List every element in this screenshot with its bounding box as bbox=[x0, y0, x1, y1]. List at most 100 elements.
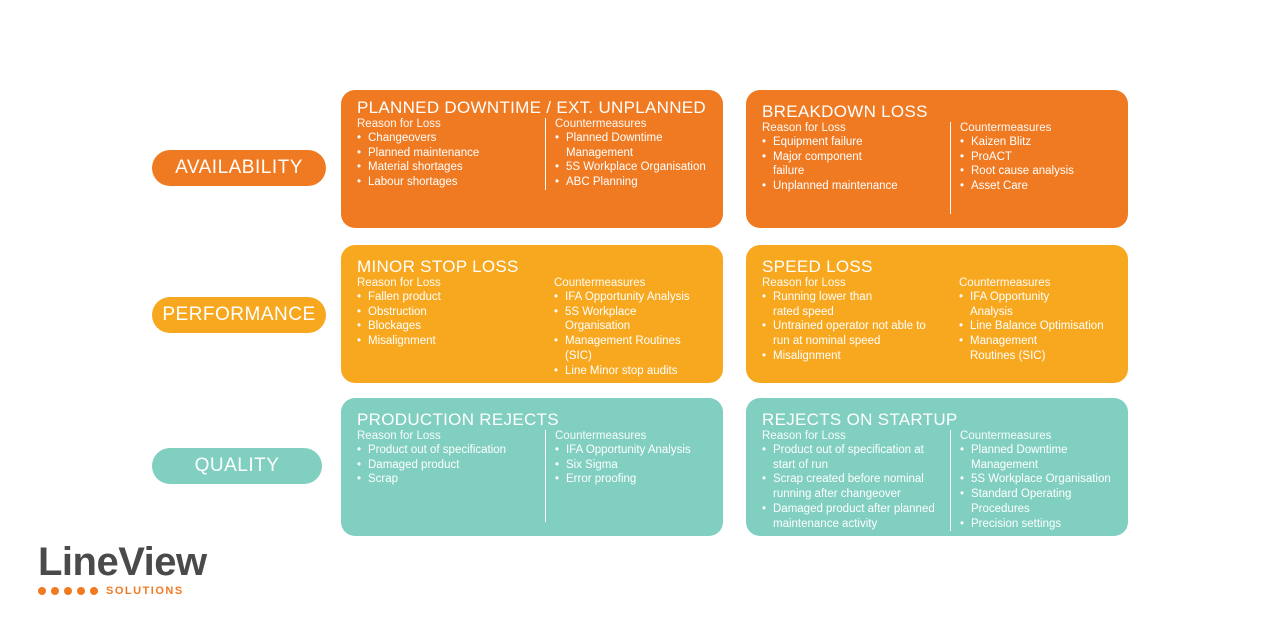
list-item: Asset Care bbox=[960, 179, 1112, 194]
reason-header: Reason for Loss bbox=[762, 277, 846, 289]
list-item: Running lower than rated speed bbox=[762, 290, 887, 319]
reason-header: Reason for Loss bbox=[357, 430, 441, 442]
category-performance: PERFORMANCE bbox=[152, 297, 326, 333]
list-item: Planned Downtime Management bbox=[555, 131, 707, 160]
list-item: Planned Downtime Management bbox=[960, 443, 1080, 472]
logo-tagline: SOLUTIONS bbox=[106, 585, 184, 597]
list-item: Scrap created before nominal running aft… bbox=[762, 472, 944, 501]
category-label: AVAILABILITY bbox=[175, 157, 303, 178]
list-item: Error proofing bbox=[555, 472, 707, 487]
category-label: PERFORMANCE bbox=[162, 304, 316, 325]
list-item: IFA Opportunity Analysis bbox=[554, 290, 707, 305]
list-item: Obstruction bbox=[357, 305, 539, 320]
reason-column: Reason for Loss Product out of specifica… bbox=[357, 430, 545, 522]
card-title: BREAKDOWN LOSS bbox=[762, 102, 928, 121]
card-speed-loss: SPEED LOSS Reason for Loss Running lower… bbox=[746, 245, 1128, 383]
list-item: 5S Workplace Organisation bbox=[554, 305, 669, 334]
list-item: Precision settings bbox=[960, 517, 1112, 532]
list-item: Six Sigma bbox=[555, 458, 707, 473]
card-title: REJECTS ON STARTUP bbox=[762, 410, 958, 429]
list-item: Fallen product bbox=[357, 290, 539, 305]
card-columns: Reason for Loss Equipment failure Major … bbox=[762, 122, 1112, 214]
reason-column: Reason for Loss Changeovers Planned main… bbox=[357, 118, 545, 190]
list-item: Major component failure bbox=[762, 150, 892, 179]
countermeasure-list: IFA Opportunity Analysis Line Balance Op… bbox=[959, 290, 1112, 364]
reason-header: Reason for Loss bbox=[762, 122, 846, 134]
card-title: PRODUCTION REJECTS bbox=[357, 410, 559, 429]
card-breakdown-loss: BREAKDOWN LOSS Reason for Loss Equipment… bbox=[746, 90, 1128, 228]
list-item: Labour shortages bbox=[357, 175, 539, 190]
list-item: IFA Opportunity Analysis bbox=[959, 290, 1069, 319]
reason-list: Running lower than rated speed Untrained… bbox=[762, 290, 944, 364]
category-label: QUALITY bbox=[194, 455, 280, 476]
list-item: ProACT bbox=[960, 150, 1112, 165]
countermeasure-column: Countermeasures IFA Opportunity Analysis… bbox=[545, 277, 707, 378]
reason-column: Reason for Loss Product out of specifica… bbox=[762, 430, 950, 531]
list-item: Equipment failure bbox=[762, 135, 944, 150]
reason-list: Equipment failure Major component failur… bbox=[762, 135, 944, 194]
list-item: Product out of specification at start of… bbox=[762, 443, 944, 472]
card-columns: Reason for Loss Fallen product Obstructi… bbox=[357, 277, 707, 378]
list-item: 5S Workplace Organisation bbox=[555, 160, 707, 175]
list-item: Kaizen Blitz bbox=[960, 135, 1112, 150]
list-item: Unplanned maintenance bbox=[762, 179, 944, 194]
countermeasure-column: Countermeasures Planned Downtime Managem… bbox=[950, 430, 1112, 532]
card-columns: Reason for Loss Running lower than rated… bbox=[762, 277, 1112, 364]
list-item: Root cause analysis bbox=[960, 164, 1112, 179]
dot-icon bbox=[38, 587, 46, 595]
list-item: Line Minor stop audits bbox=[554, 364, 707, 379]
countermeasure-header: Countermeasures bbox=[959, 277, 1051, 289]
card-planned-downtime: PLANNED DOWNTIME / EXT. UNPLANNED Reason… bbox=[341, 90, 723, 228]
reason-header: Reason for Loss bbox=[762, 430, 846, 442]
card-title: MINOR STOP LOSS bbox=[357, 257, 519, 276]
countermeasure-header: Countermeasures bbox=[960, 430, 1052, 442]
countermeasure-list: Planned Downtime Management 5S Workplace… bbox=[555, 131, 707, 190]
list-item: Damaged product after planned maintenanc… bbox=[762, 502, 944, 531]
list-item: Untrained operator not able to run at no… bbox=[762, 319, 944, 348]
list-item: ABC Planning bbox=[555, 175, 707, 190]
reason-column: Reason for Loss Equipment failure Major … bbox=[762, 122, 950, 214]
countermeasure-column: Countermeasures Kaizen Blitz ProACT Root… bbox=[950, 122, 1112, 214]
countermeasure-column: Countermeasures IFA Opportunity Analysis… bbox=[545, 430, 707, 522]
dot-icon bbox=[77, 587, 85, 595]
lineview-logo: LineView SOLUTIONS bbox=[38, 541, 207, 597]
card-production-rejects: PRODUCTION REJECTS Reason for Loss Produ… bbox=[341, 398, 723, 536]
list-item: Management Routines (SIC) bbox=[554, 334, 707, 363]
countermeasure-header: Countermeasures bbox=[554, 277, 646, 289]
category-availability: AVAILABILITY bbox=[152, 150, 326, 186]
card-columns: Reason for Loss Product out of specifica… bbox=[357, 430, 707, 522]
card-rejects-on-startup: REJECTS ON STARTUP Reason for Loss Produ… bbox=[746, 398, 1128, 536]
countermeasure-list: Planned Downtime Management 5S Workplace… bbox=[960, 443, 1112, 531]
list-item: Product out of specification bbox=[357, 443, 539, 458]
category-quality: QUALITY bbox=[152, 448, 322, 484]
countermeasure-header: Countermeasures bbox=[960, 122, 1052, 134]
dot-icon bbox=[64, 587, 72, 595]
list-item: Line Balance Optimisation bbox=[959, 319, 1112, 334]
dot-icon bbox=[90, 587, 98, 595]
reason-header: Reason for Loss bbox=[357, 277, 441, 289]
countermeasure-list: IFA Opportunity Analysis 5S Workplace Or… bbox=[554, 290, 707, 378]
card-columns: Reason for Loss Product out of specifica… bbox=[762, 430, 1112, 532]
reason-list: Fallen product Obstruction Blockages Mis… bbox=[357, 290, 539, 349]
reason-header: Reason for Loss bbox=[357, 118, 441, 130]
countermeasure-column: Countermeasures Planned Downtime Managem… bbox=[545, 118, 707, 190]
countermeasure-header: Countermeasures bbox=[555, 430, 647, 442]
list-item: Blockages bbox=[357, 319, 539, 334]
reason-list: Product out of specification Damaged pro… bbox=[357, 443, 539, 487]
reason-column: Reason for Loss Fallen product Obstructi… bbox=[357, 277, 545, 378]
card-minor-stop-loss: MINOR STOP LOSS Reason for Loss Fallen p… bbox=[341, 245, 723, 383]
card-title: SPEED LOSS bbox=[762, 257, 873, 276]
list-item: 5S Workplace Organisation bbox=[960, 472, 1112, 487]
logo-tagline-row: SOLUTIONS bbox=[38, 585, 207, 597]
dot-icon bbox=[51, 587, 59, 595]
countermeasure-header: Countermeasures bbox=[555, 118, 647, 130]
reason-list: Product out of specification at start of… bbox=[762, 443, 944, 531]
list-item: Planned maintenance bbox=[357, 146, 539, 161]
reason-list: Changeovers Planned maintenance Material… bbox=[357, 131, 539, 190]
list-item: Scrap bbox=[357, 472, 539, 487]
card-title: PLANNED DOWNTIME / EXT. UNPLANNED bbox=[357, 98, 707, 117]
countermeasure-list: Kaizen Blitz ProACT Root cause analysis … bbox=[960, 135, 1112, 194]
list-item: Material shortages bbox=[357, 160, 539, 175]
list-item: Standard Operating Procedures bbox=[960, 487, 1080, 516]
card-columns: Reason for Loss Changeovers Planned main… bbox=[357, 118, 707, 190]
